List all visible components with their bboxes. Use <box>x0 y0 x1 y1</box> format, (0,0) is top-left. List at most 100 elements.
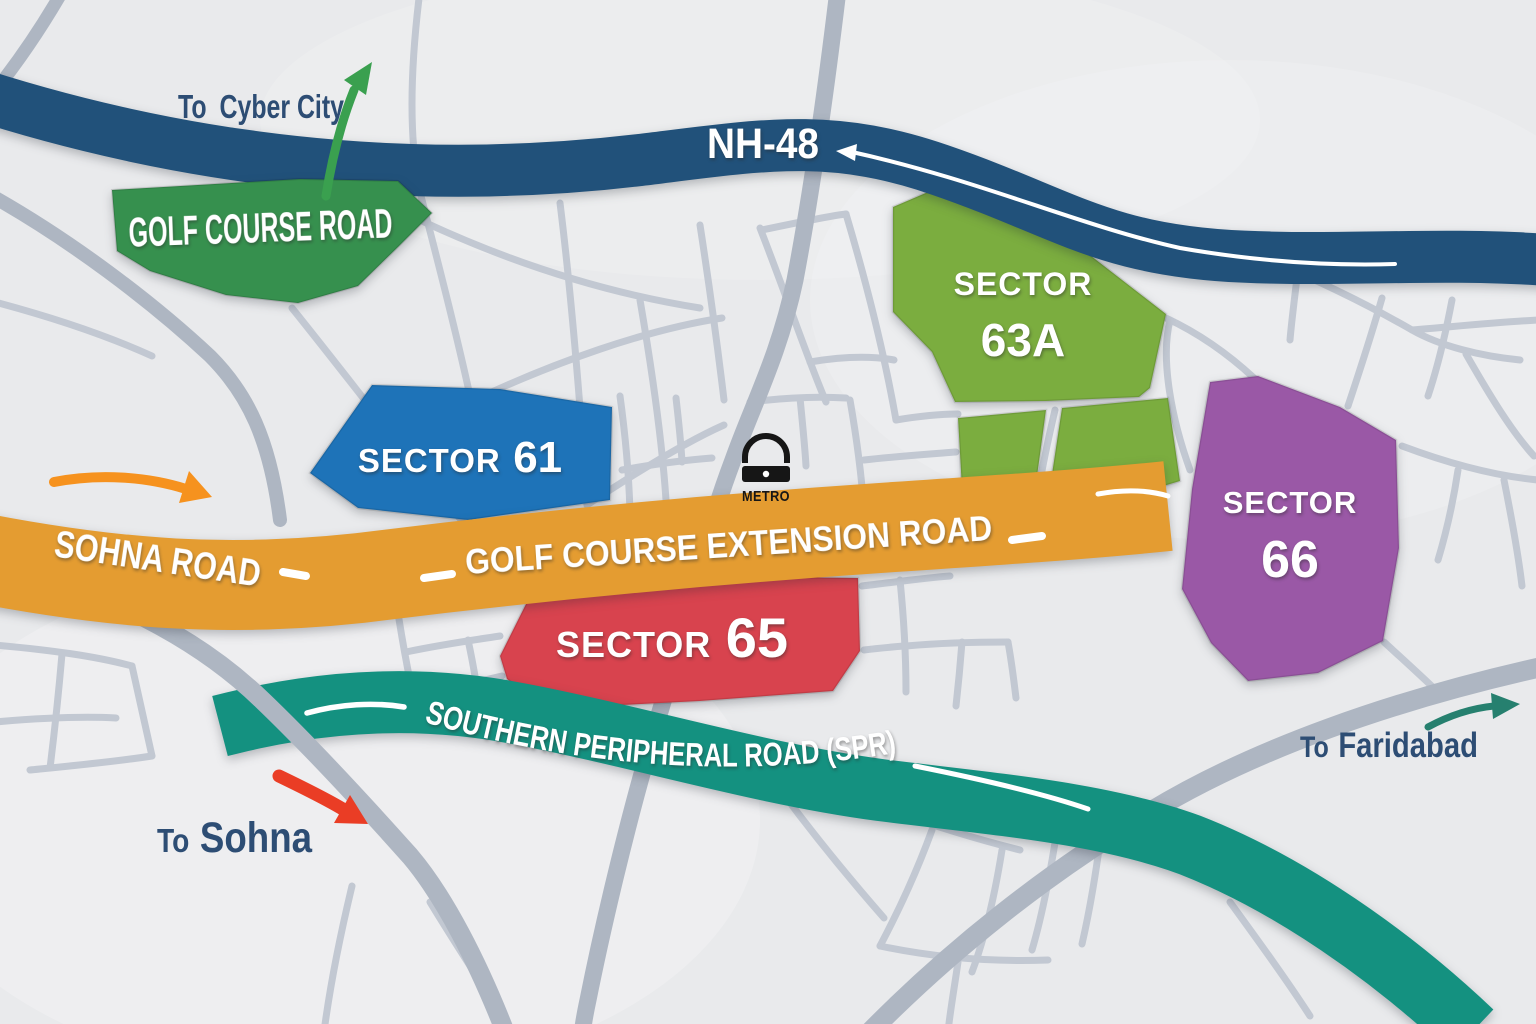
arrow-head <box>344 62 372 95</box>
road-segment <box>806 353 898 366</box>
road-segment <box>842 210 900 424</box>
faridabad-arrow-icon <box>1424 693 1520 731</box>
sector-63a-number: 63A <box>981 314 1065 366</box>
sector-65-word: SECTOR <box>556 624 711 665</box>
road-segment <box>0 713 120 726</box>
golf-course-road-banner: GOLF COURSE ROAD <box>110 177 434 305</box>
sohna-road-arrow-icon <box>49 471 212 503</box>
arrow-head <box>179 471 212 503</box>
arrow-head <box>334 795 368 824</box>
road-segment <box>672 394 686 466</box>
arrow-shaft <box>272 769 353 818</box>
sector-regions <box>308 190 1401 711</box>
highways <box>0 73 1536 1024</box>
to-sohna-label: To Sohna <box>157 814 313 862</box>
road-segment <box>1344 294 1386 410</box>
metro-icon-dome <box>742 433 790 463</box>
sector-labels: SECTOR 61 SECTOR 63A SECTOR 65 SECTOR 66 <box>358 266 1358 669</box>
road-segment <box>876 942 1052 964</box>
road-segment <box>896 576 910 696</box>
arrow-shaft <box>49 472 191 494</box>
to-faridabad-prefix: To <box>1300 731 1329 764</box>
nh48-label: NH-48 <box>707 120 819 168</box>
to-sohna-place: Sohna <box>200 814 313 862</box>
road-segment <box>892 410 962 424</box>
road-segment <box>1226 898 1314 1020</box>
sector-61-region <box>308 383 614 522</box>
road-segment <box>858 572 954 590</box>
to-cyber-city-label: To Cyber City <box>178 88 344 125</box>
road-segment <box>466 314 726 406</box>
road-segment <box>860 642 908 654</box>
sector-66-number: 66 <box>1261 531 1319 589</box>
road-segment <box>0 299 156 360</box>
extension-road-swoosh <box>1095 488 1171 499</box>
road-segment <box>860 448 960 464</box>
road-segment <box>945 958 962 1024</box>
to-faridabad-place: Faridabad <box>1338 726 1478 765</box>
sector-65-label: SECTOR 65 <box>556 606 788 669</box>
road-segment <box>1162 316 1194 474</box>
sector-61-label: SECTOR 61 <box>358 433 562 482</box>
road-segment <box>796 394 810 470</box>
road-segment <box>902 638 1012 650</box>
to-cyber-city-place: Cyber City <box>220 88 345 125</box>
sector-66-word: SECTOR <box>1223 485 1358 520</box>
southern-peripheral-road <box>212 671 1494 1024</box>
metro-icon <box>742 433 790 482</box>
metro-station: METRO <box>742 433 790 505</box>
road-segment <box>1408 316 1536 334</box>
road-segment <box>26 752 156 774</box>
sector-65-number: 65 <box>726 606 788 669</box>
sector-61-word: SECTOR <box>358 442 501 479</box>
major-road <box>0 192 287 527</box>
road-segment <box>1398 442 1536 484</box>
road-segment <box>0 641 136 670</box>
arrow-shaft <box>321 85 359 201</box>
road-segment <box>616 392 634 516</box>
metro-icon-dot <box>762 470 770 478</box>
arrow-shaft <box>1424 702 1498 731</box>
golf-course-road-label: GOLF COURSE ROAD <box>128 199 393 255</box>
road-segment <box>128 662 156 760</box>
sohna-road-dash <box>279 568 310 580</box>
road-segment <box>1162 314 1258 382</box>
nh48-median-tip <box>836 144 857 161</box>
sector-61-number: 61 <box>513 433 562 482</box>
destinations: To Cyber City To Sohna To Faridabad <box>49 62 1520 862</box>
extension-road-dash <box>420 570 456 582</box>
road-segment <box>618 454 716 474</box>
sohna-arrow-icon <box>272 769 368 824</box>
extension-road-dash <box>1008 532 1046 544</box>
road-segment <box>408 0 476 409</box>
nh48-road <box>0 73 1536 286</box>
to-sohna-prefix: To <box>157 822 189 859</box>
road-segment <box>1424 296 1456 400</box>
road-segment <box>952 638 966 710</box>
spr-swoosh <box>912 763 1091 812</box>
sector-63a-word: SECTOR <box>954 266 1093 302</box>
to-cyber-city-prefix: To <box>178 88 207 125</box>
nh48-median-line <box>850 150 1397 267</box>
road-segment <box>1500 476 1526 590</box>
road-segment <box>696 221 728 404</box>
road-segment <box>1462 350 1536 460</box>
road-segment <box>420 218 704 312</box>
spr-swoosh <box>304 701 407 716</box>
metro-label: METRO <box>742 488 790 505</box>
road-segment <box>1434 466 1462 564</box>
arrow-head <box>1491 693 1520 719</box>
road-segment <box>876 826 936 950</box>
golf-course-extension-road <box>0 461 1173 631</box>
golf-course-road-banner-shape <box>110 177 434 305</box>
road-segment <box>1004 638 1020 702</box>
sector-66-region <box>1180 374 1401 683</box>
road-segment <box>321 882 356 1024</box>
road-segment <box>756 224 830 406</box>
road-segment <box>778 788 888 922</box>
cyber-city-arrow-icon <box>321 62 372 201</box>
road-segment <box>636 296 670 504</box>
